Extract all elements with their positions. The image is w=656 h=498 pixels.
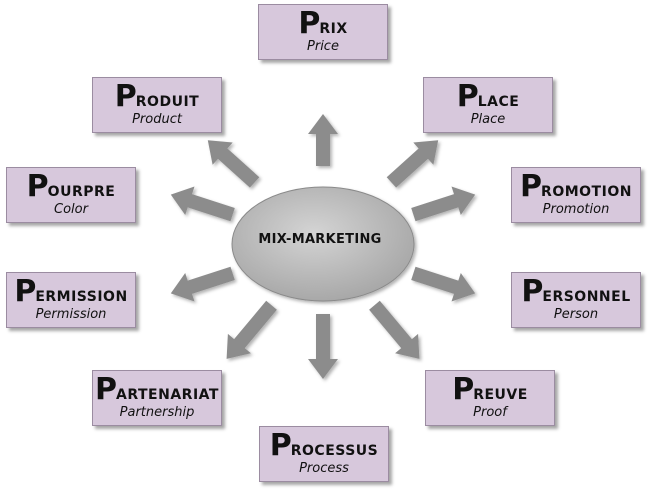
box-translation: Color: [54, 202, 88, 217]
box-translation: Partnership: [119, 405, 195, 420]
box-initial: P: [26, 169, 49, 204]
arrow-icon: [411, 266, 476, 302]
box-translation: Place: [470, 112, 506, 127]
box-initial: P: [520, 169, 542, 204]
box-initial: P: [452, 372, 474, 407]
arrow-icon: [207, 140, 260, 188]
box-word-rest: OURPRE: [47, 184, 116, 200]
box-personnel: PERSONNEL Person: [511, 272, 641, 328]
box-initial: P: [298, 6, 320, 41]
box-word-rest: RODUIT: [135, 94, 200, 110]
box-initial: P: [521, 274, 543, 309]
arrow-icon: [308, 114, 338, 166]
arrow-icon: [386, 140, 439, 188]
arrow-icon: [411, 186, 476, 222]
box-initial: P: [14, 274, 36, 309]
box-word-rest: ROCESSUS: [290, 443, 379, 459]
arrow-icon: [226, 300, 277, 359]
center-ellipse: [231, 186, 415, 302]
box-translation: Person: [553, 307, 599, 322]
box-translation: Price: [307, 39, 339, 54]
box-permission: PERMISSION Permission: [6, 272, 136, 328]
box-prix: PRIX Price: [258, 4, 388, 60]
box-place: PLACE Place: [423, 77, 553, 133]
box-translation: Product: [132, 112, 182, 127]
box-translation: Promotion: [542, 202, 610, 217]
box-initial: P: [114, 79, 137, 114]
arrow-icon: [308, 314, 338, 379]
box-initial: P: [95, 372, 117, 407]
arrow-icon: [170, 186, 235, 222]
box-word-rest: ERMISSION: [35, 289, 128, 305]
box-word-rest: ROMOTION: [541, 184, 632, 200]
box-produit: PRODUIT Product: [92, 77, 222, 133]
arrow-icon: [369, 300, 420, 359]
box-word-rest: ERSONNEL: [542, 289, 631, 305]
box-word-rest: LACE: [477, 94, 520, 110]
box-initial: P: [269, 428, 292, 463]
box-translation: Process: [299, 461, 349, 476]
center-label: MIX-MARKETING: [258, 232, 382, 247]
box-partenariat: PARTENARIAT Partnership: [92, 370, 222, 426]
box-word-rest: REUVE: [473, 387, 528, 403]
box-preuve: PREUVE Proof: [425, 370, 555, 426]
box-initial: P: [456, 79, 479, 114]
box-translation: Proof: [473, 405, 507, 420]
box-processus: PROCESSUS Process: [259, 426, 389, 482]
box-pourpre: POURPRE Color: [6, 167, 136, 223]
box-translation: Permission: [35, 307, 107, 322]
box-word-rest: ARTENARIAT: [116, 387, 219, 403]
box-word-rest: RIX: [319, 21, 348, 37]
box-promotion: PROMOTION Promotion: [511, 167, 641, 223]
arrow-icon: [170, 266, 235, 302]
